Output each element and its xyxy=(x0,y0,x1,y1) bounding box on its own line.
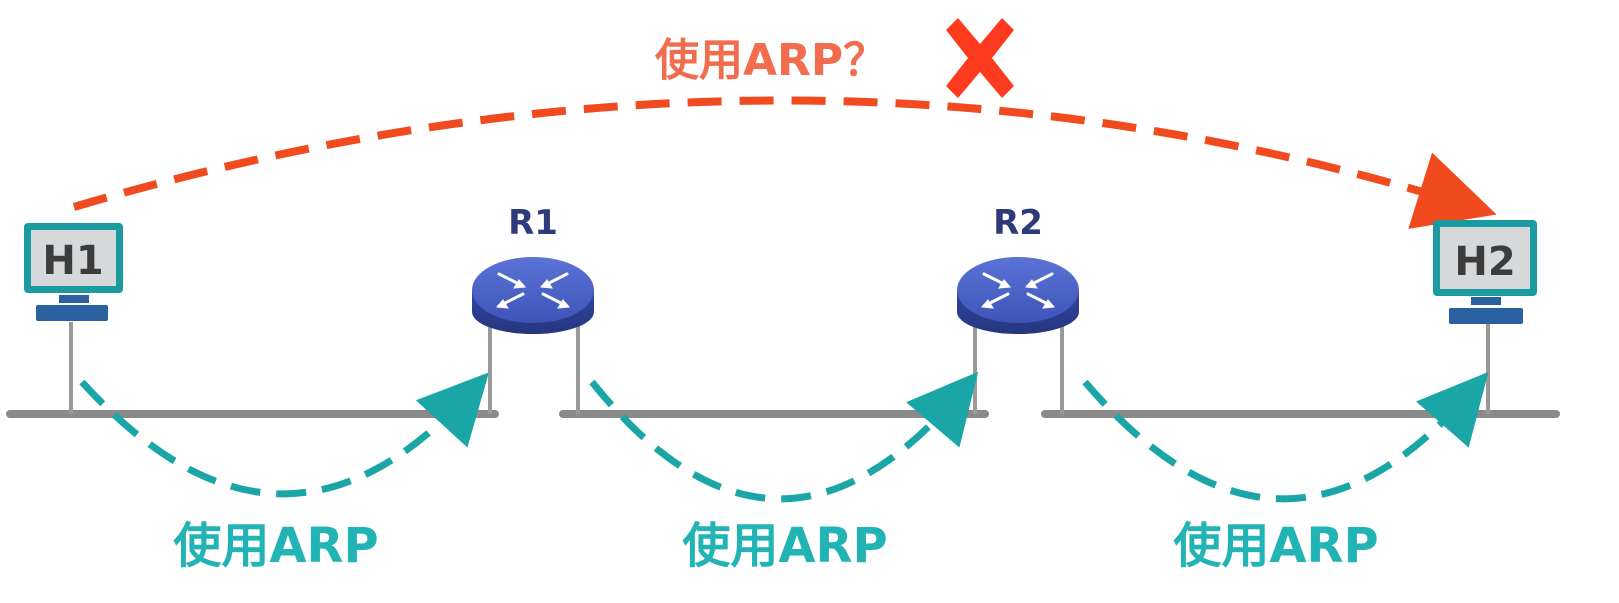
host-h2-label: H2 xyxy=(1454,239,1515,285)
hop-arc-3 xyxy=(1082,371,1489,503)
drop-wires xyxy=(69,322,1490,414)
segment-3-arp-label: 使用ARP xyxy=(1173,518,1378,574)
hop-arc-2 xyxy=(589,371,979,503)
host-h2: H2 xyxy=(1433,220,1537,324)
router-r1-label: R1 xyxy=(508,203,558,243)
monitor-icon xyxy=(1433,220,1537,324)
segment-1-arp-label: 使用ARP xyxy=(173,518,378,574)
segment-2-arp-label: 使用ARP xyxy=(682,518,887,574)
router-icon xyxy=(472,257,594,334)
monitor-icon xyxy=(24,223,123,321)
router-r2: R2 xyxy=(957,203,1079,334)
h1-to-h2-arp-arc xyxy=(72,96,1497,229)
router-icon xyxy=(957,257,1079,334)
top-arp-question-label: 使用ARP？ xyxy=(655,35,887,86)
router-r2-label: R2 xyxy=(993,203,1043,243)
router-r1: R1 xyxy=(472,203,594,334)
host-h1-label: H1 xyxy=(42,238,103,284)
cross-icon xyxy=(946,18,1014,98)
hop-arc-1 xyxy=(79,372,489,498)
host-h1: H1 xyxy=(24,223,123,321)
